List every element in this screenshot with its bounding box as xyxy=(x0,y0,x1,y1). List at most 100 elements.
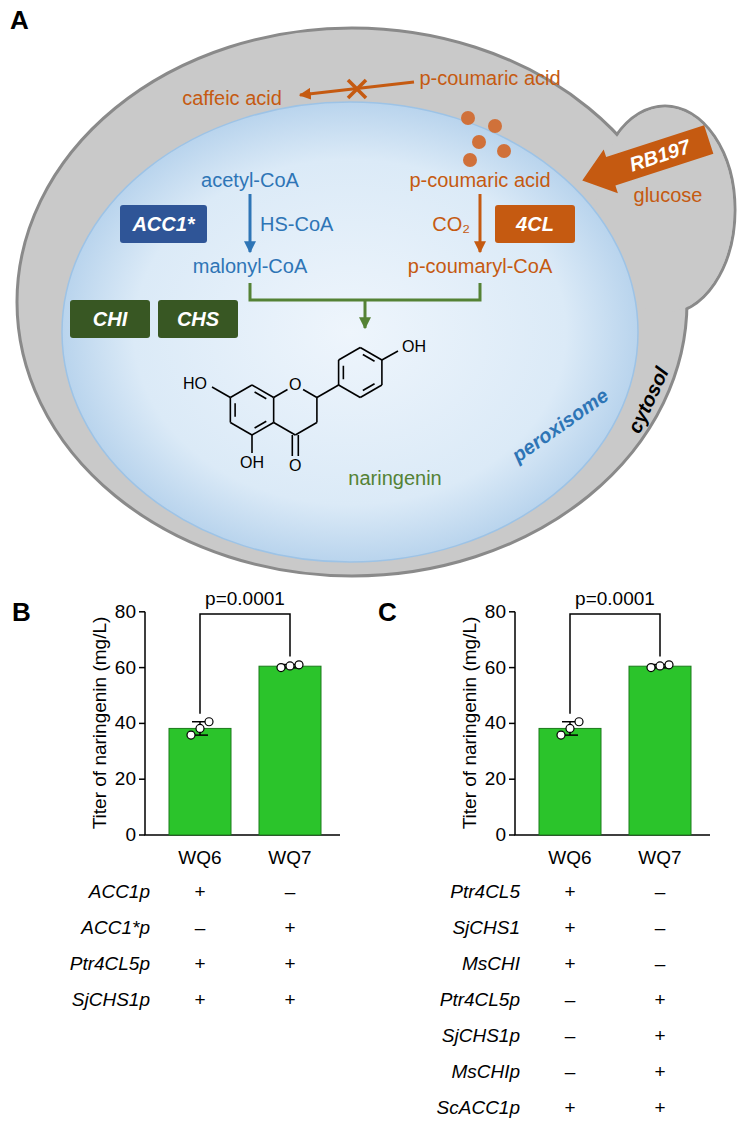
box-label: CHI xyxy=(93,308,127,330)
tick-label: 80 xyxy=(485,601,506,622)
tick xyxy=(509,834,515,836)
data-point xyxy=(557,731,565,739)
metabolite-label: malonyl-CoA xyxy=(193,255,307,277)
atom-label: OH xyxy=(240,454,264,472)
sign: – xyxy=(195,918,206,939)
sign: + xyxy=(654,1026,665,1047)
data-point xyxy=(277,664,285,672)
data-point xyxy=(196,724,204,732)
data-point xyxy=(656,662,664,670)
sign: + xyxy=(654,1062,665,1083)
data-point xyxy=(575,718,583,726)
cytosol-cell: cytosolperoxisomeACC1*4CLCHICHS xyxy=(14,25,738,581)
region-label: cytosol xyxy=(623,364,673,437)
axis xyxy=(145,612,340,835)
row-label: ACC1*p xyxy=(81,918,150,939)
cofactor-label: CO₂ xyxy=(432,213,470,235)
sign: – xyxy=(565,1026,576,1047)
significance-bracket xyxy=(200,614,290,714)
tick xyxy=(509,723,515,725)
sign: + xyxy=(564,1098,575,1119)
metabolite-dot xyxy=(488,119,502,133)
reaction-arrow xyxy=(479,194,482,252)
sign: – xyxy=(565,990,576,1011)
bond xyxy=(297,435,299,456)
sign: + xyxy=(564,918,575,939)
panel-letter: C xyxy=(378,598,397,627)
atom-label: O xyxy=(289,457,301,475)
row-label: ACC1p xyxy=(89,882,150,903)
axis xyxy=(515,612,710,835)
enzyme-box: CHI xyxy=(70,300,150,338)
atom-label: HO xyxy=(183,375,207,393)
sign: – xyxy=(655,954,666,975)
row-label: Ptr4CL5p xyxy=(440,990,520,1011)
tick-label: 20 xyxy=(485,769,506,790)
bond xyxy=(234,403,236,417)
sign: + xyxy=(564,882,575,903)
tick xyxy=(139,723,145,725)
sign: – xyxy=(565,1062,576,1083)
organelle-body xyxy=(62,102,638,562)
region-label: peroxisome xyxy=(508,384,613,466)
enzyme-box: 4CL xyxy=(495,205,575,243)
bar xyxy=(259,666,321,835)
p-value: p=0.0001 xyxy=(575,589,655,610)
tick xyxy=(139,778,145,780)
row-label: SjCHS1 xyxy=(452,918,520,939)
metabolite-label: p-coumaryl-CoA xyxy=(408,255,552,277)
tick-label: 60 xyxy=(115,657,136,678)
row-label: MsCHI xyxy=(462,954,520,975)
bond xyxy=(230,398,232,423)
row-label: SjCHS1p xyxy=(72,990,150,1011)
product-label: naringenin xyxy=(348,467,441,489)
cell-body xyxy=(17,28,687,576)
tick-label: 80 xyxy=(115,601,136,622)
atom-label: OH xyxy=(402,338,426,356)
reaction-arrow xyxy=(364,300,367,328)
sign: + xyxy=(194,954,205,975)
sign: + xyxy=(284,954,295,975)
bar xyxy=(169,728,231,835)
atom-label: O xyxy=(289,376,301,394)
bar-label: WQ7 xyxy=(638,848,681,869)
tick-label: 40 xyxy=(485,713,506,734)
sign: – xyxy=(285,882,296,903)
panel-letter: B xyxy=(12,598,31,627)
bond xyxy=(251,435,253,453)
metabolite-dot xyxy=(463,153,477,167)
sign: + xyxy=(284,990,295,1011)
bar-label: WQ7 xyxy=(268,848,311,869)
tick xyxy=(509,611,515,613)
bond xyxy=(291,435,293,456)
metabolite-dot xyxy=(461,111,475,125)
panel-letter: A xyxy=(10,6,29,35)
tick-label: 20 xyxy=(115,769,136,790)
sign: + xyxy=(564,954,575,975)
sign: + xyxy=(284,918,295,939)
bond xyxy=(381,360,383,385)
sign: – xyxy=(655,882,666,903)
row-label: MsCHIp xyxy=(451,1062,520,1083)
bar-label: WQ6 xyxy=(548,848,591,869)
box-label: ACC1* xyxy=(132,213,194,235)
p-value: p=0.0001 xyxy=(205,589,285,610)
tick xyxy=(139,611,145,613)
data-point xyxy=(647,664,655,672)
reaction-arrow xyxy=(249,194,252,252)
sign: – xyxy=(655,918,666,939)
tick-label: 60 xyxy=(485,657,506,678)
sign: + xyxy=(194,882,205,903)
tick xyxy=(139,667,145,669)
tick-label: 0 xyxy=(495,825,506,846)
metabolite-dot xyxy=(497,144,511,158)
metabolite-dot xyxy=(472,135,486,149)
tick xyxy=(509,667,515,669)
bar-chart xyxy=(509,612,710,835)
row-label: Ptr4CL5p xyxy=(70,954,150,975)
sign: + xyxy=(654,990,665,1011)
tick-label: 40 xyxy=(115,713,136,734)
metabolite-label: p-coumaric acid xyxy=(419,67,560,89)
row-label: ScACC1p xyxy=(437,1098,520,1119)
